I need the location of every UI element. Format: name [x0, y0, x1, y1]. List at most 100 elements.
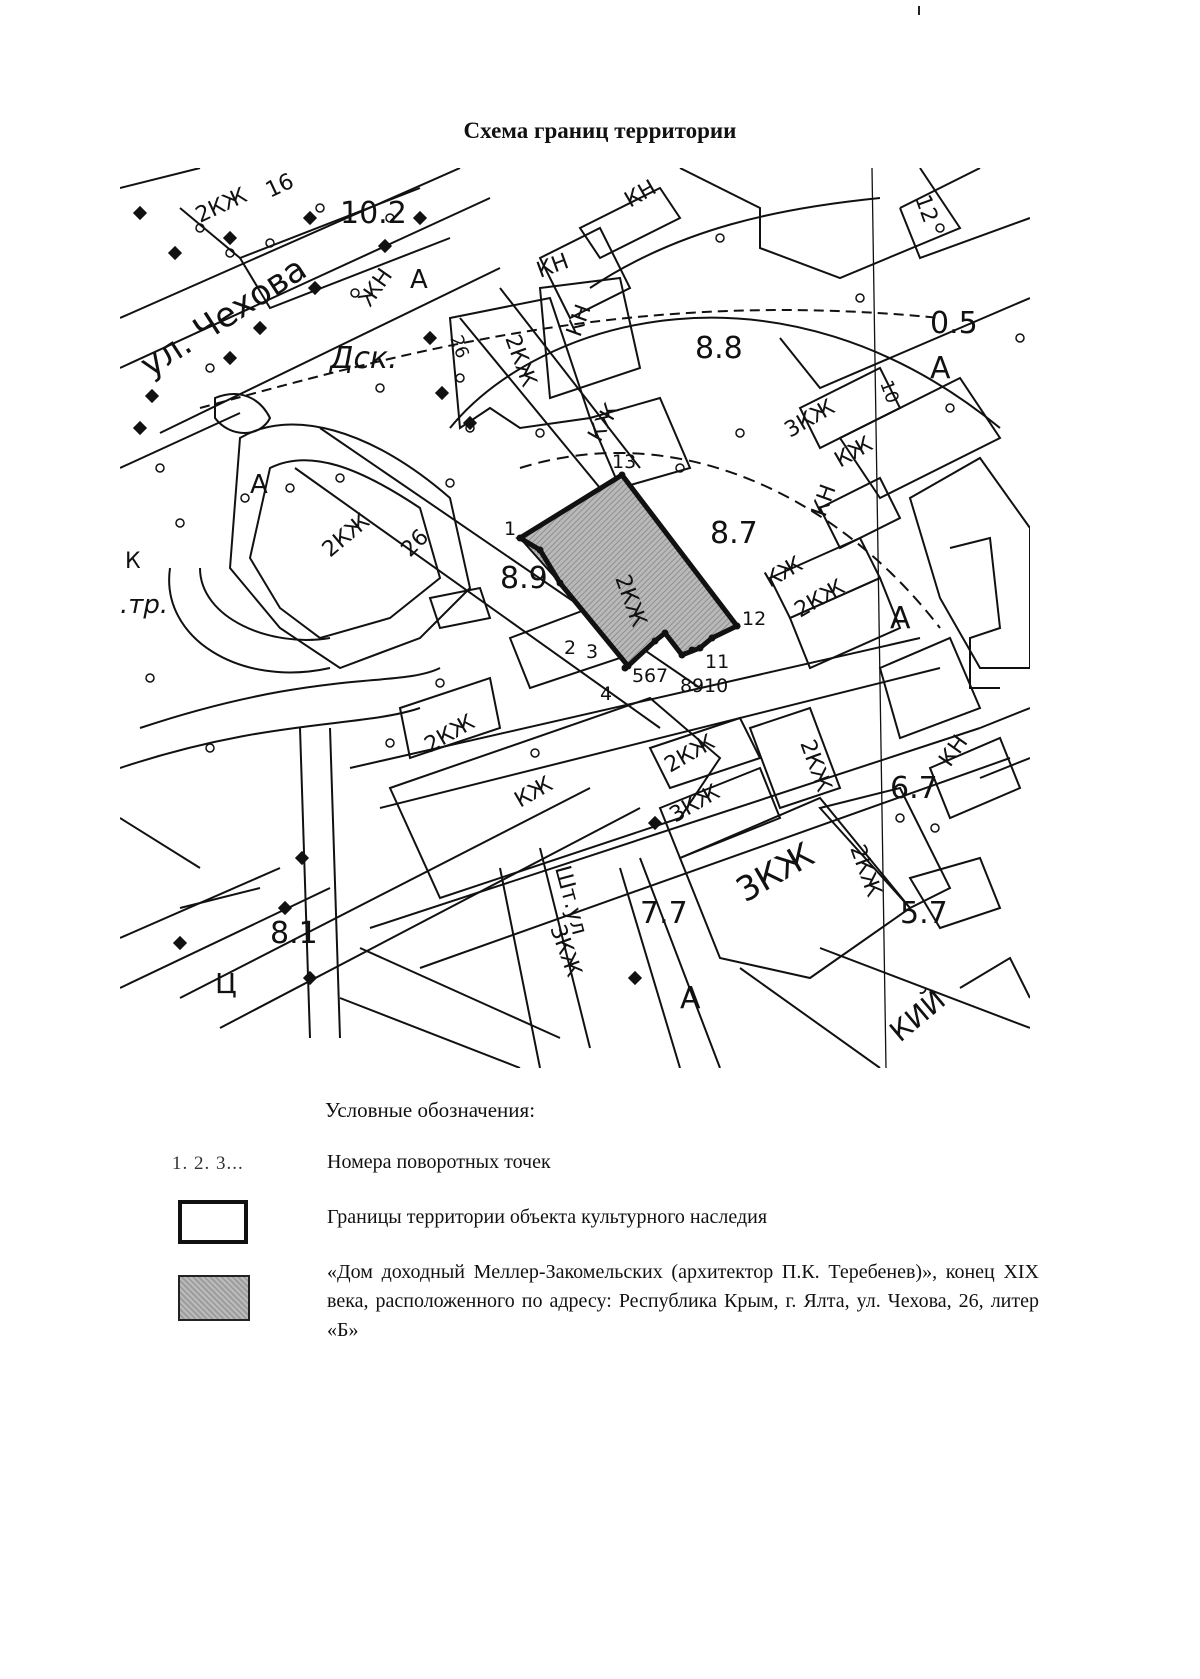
elevation-label: 7.7 [640, 896, 688, 931]
misc-label: А [890, 601, 911, 636]
legend-object-symbol [178, 1275, 250, 1321]
turning-point-label: 3 [586, 641, 598, 663]
map-circle [205, 743, 215, 753]
map-circle [315, 203, 325, 213]
house-number: 26 [445, 333, 473, 362]
map-circle [385, 213, 395, 223]
page-title: Схема границ территории [463, 118, 737, 143]
map-circle [445, 478, 455, 488]
street-marker [377, 238, 393, 254]
street-marker [132, 420, 148, 436]
turning-point-label: 12 [742, 608, 766, 630]
map-circle [225, 248, 235, 258]
house-number: 12 [909, 192, 942, 227]
map-circle [675, 463, 685, 473]
turning-point-label: 9 [692, 675, 704, 697]
map-circle [350, 288, 360, 298]
elevation-label: 8.1 [270, 916, 318, 951]
street-marker [132, 205, 148, 221]
turning-point-dot [618, 471, 626, 479]
building-label: ЖН [354, 264, 398, 311]
map-circle [375, 383, 385, 393]
misc-label: Дск. [328, 341, 398, 376]
street-label: КИЙ [883, 983, 952, 1049]
building-label: КЖ [761, 552, 808, 593]
turning-point-dot [516, 534, 524, 542]
turning-point-label: 13 [612, 451, 636, 473]
street-marker [222, 230, 238, 246]
street-marker [412, 210, 428, 226]
territory-map: ул. Чехова Шт.ул КИЙ 2КЖ 2КЖ 2КЖ 2КЖ 2КЖ… [120, 168, 1030, 1068]
misc-label: А [930, 351, 951, 386]
turning-point-label: 8 [680, 675, 692, 697]
building-label: КЖ [584, 399, 625, 446]
misc-label: К [125, 549, 141, 574]
street-marker [434, 385, 450, 401]
street-marker [302, 210, 318, 226]
street-marker [627, 970, 643, 986]
misc-label: Ц [215, 967, 237, 1000]
street-label: ул. Чехова [133, 249, 314, 386]
turning-point-dot [621, 664, 629, 672]
building-label: 2КЖ [791, 575, 850, 623]
elevation-label: 10.2 [340, 196, 407, 231]
map-circle [935, 223, 945, 233]
turning-point-dot [536, 546, 544, 554]
scan-tick-mark [918, 6, 920, 15]
map-linework [120, 168, 1030, 1068]
legend-boundary-symbol [178, 1200, 248, 1244]
turning-point-label: 7 [656, 665, 668, 687]
map-circle [945, 403, 955, 413]
map-labels: ул. Чехова Шт.ул КИЙ 2КЖ 2КЖ 2КЖ 2КЖ 2КЖ… [120, 169, 978, 1048]
street-marker [277, 900, 293, 916]
building-label: КН [534, 249, 573, 283]
street-marker [647, 815, 663, 831]
street-marker [294, 850, 310, 866]
turning-point-dot [708, 634, 716, 642]
map-circle [205, 363, 215, 373]
turning-point-dot [678, 651, 686, 659]
building-label: 2КЖ [318, 509, 375, 563]
elevation-label: 6.7 [890, 771, 938, 806]
misc-label: А [410, 265, 428, 295]
legend-points-sample: 1. 2. 3... [172, 1153, 244, 1174]
street-marker [222, 350, 238, 366]
street-marker [252, 320, 268, 336]
house-number: 16 [262, 169, 298, 203]
street-marker [172, 935, 188, 951]
map-circle [855, 293, 865, 303]
map-circle [265, 238, 275, 248]
street-marker [144, 388, 160, 404]
turning-point-dot [688, 646, 696, 654]
turning-point-dot [696, 644, 704, 652]
turning-point-dot [661, 629, 669, 637]
building-label: КЖ [831, 432, 878, 473]
elevation-label: 0.5 [930, 306, 978, 341]
map-circle [930, 823, 940, 833]
map-circle [285, 483, 295, 493]
building-label: КН [934, 731, 973, 772]
elevation-label: 5.7 [900, 896, 948, 931]
legend-boundary-label: Границы территории объекта культурного н… [327, 1206, 768, 1228]
turning-point-labels: 1 2 3 4 5 6 7 8 9 10 11 12 13 [504, 451, 766, 705]
turning-point-label: 10 [704, 675, 728, 697]
map-circle [735, 428, 745, 438]
legend-points-label: Номера поворотных точек [327, 1151, 551, 1173]
street-marker [302, 970, 318, 986]
map-circle [335, 473, 345, 483]
map-circle [530, 748, 540, 758]
small-circles [145, 203, 1025, 833]
misc-label: А [680, 981, 701, 1016]
map-circle [175, 518, 185, 528]
map-circle [195, 223, 205, 233]
turning-point-label: 2 [564, 637, 576, 659]
map-circle [715, 233, 725, 243]
map-circle [455, 373, 465, 383]
heritage-object-parcel [515, 471, 741, 670]
street-marker [307, 280, 323, 296]
building-label: 2КЖ [192, 183, 251, 228]
map-circle [895, 813, 905, 823]
building-label: КН [621, 175, 661, 213]
building-label: 2КЖ [421, 710, 480, 758]
building-label: КН [807, 481, 841, 520]
